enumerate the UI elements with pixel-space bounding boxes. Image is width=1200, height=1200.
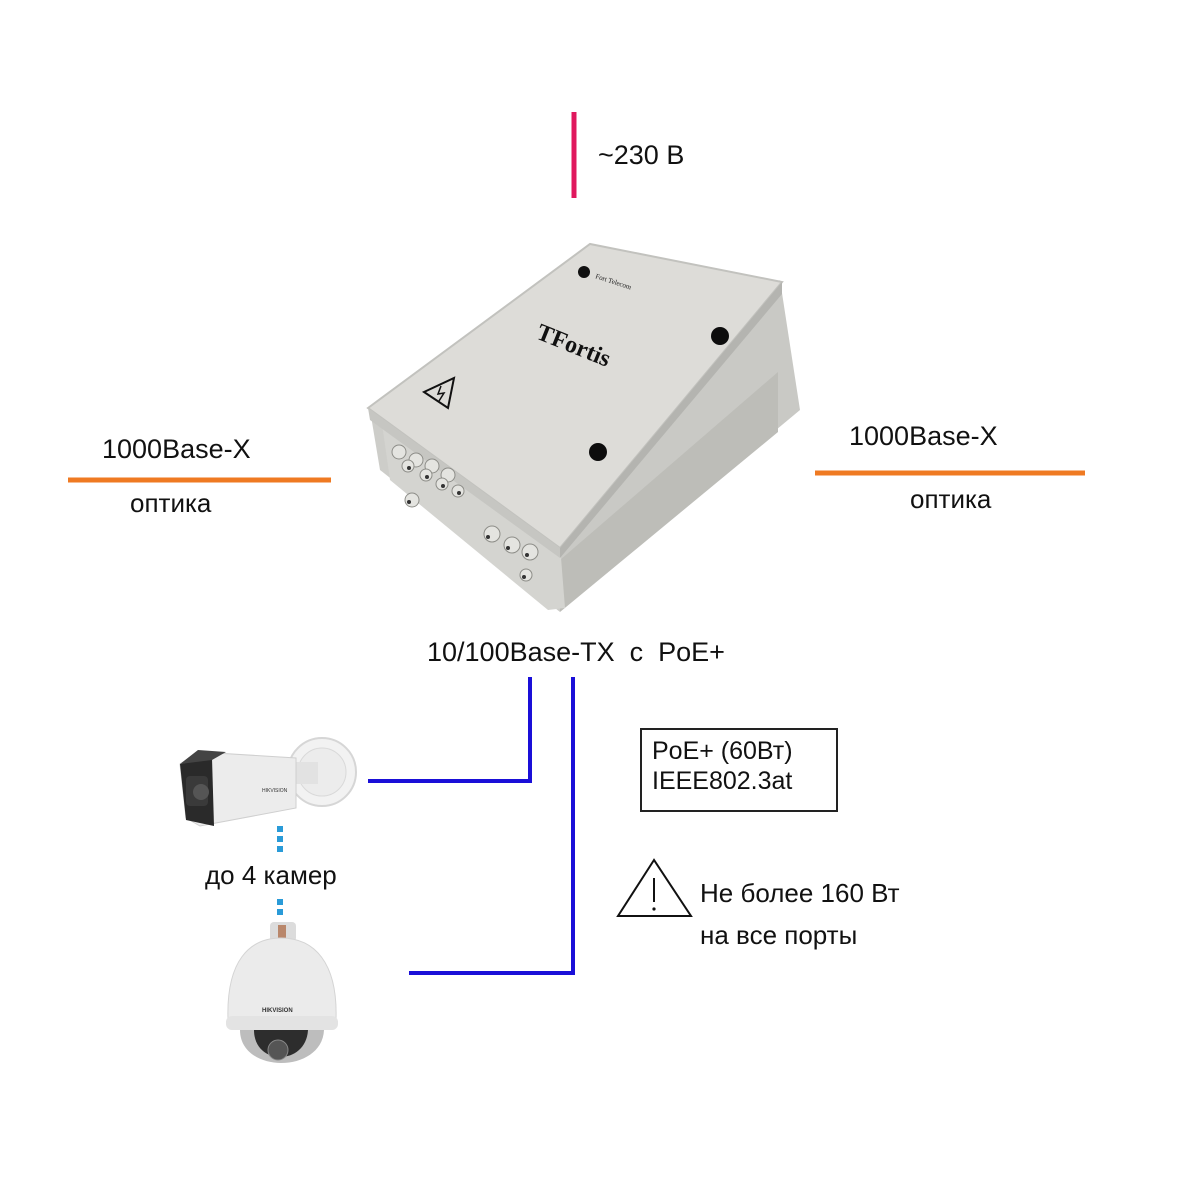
- ports-label: 10/100Base-TX с PoE+: [427, 637, 725, 667]
- ethernet-line-bullet: [368, 677, 532, 783]
- camera-dots: [277, 826, 283, 915]
- bullet-camera-icon: HIKVISION: [179, 737, 357, 827]
- power-limit-line2: на все порты: [700, 920, 858, 950]
- fiber-left-medium-label: оптика: [130, 488, 212, 518]
- warning-icon: [616, 858, 693, 917]
- bullet-brand-label: HIKVISION: [262, 788, 288, 794]
- power-label: ~230 В: [598, 140, 685, 170]
- poe-spec-line2: IEEE802.3at: [652, 767, 793, 795]
- high-voltage-icon: [421, 376, 456, 410]
- power-limit-line1: Не более 160 Вт: [700, 878, 900, 908]
- enclosure-device: Fort Telecom TFortis: [366, 242, 800, 612]
- poe-spec-box: PoE+ (60Вт) IEEE802.3at: [640, 728, 838, 812]
- ethernet-line-dome: [409, 677, 575, 975]
- fiber-left-type-label: 1000Base-X: [102, 434, 251, 464]
- ptz-dome-camera-icon: HIKVISION: [226, 922, 338, 1063]
- fiber-right-type-label: 1000Base-X: [849, 421, 998, 451]
- dome-brand-label: HIKVISION: [262, 1008, 293, 1014]
- camera-count-label: до 4 камер: [205, 860, 337, 890]
- fiber-right-medium-label: оптика: [910, 484, 992, 514]
- poe-spec-line1: PoE+ (60Вт): [652, 737, 793, 765]
